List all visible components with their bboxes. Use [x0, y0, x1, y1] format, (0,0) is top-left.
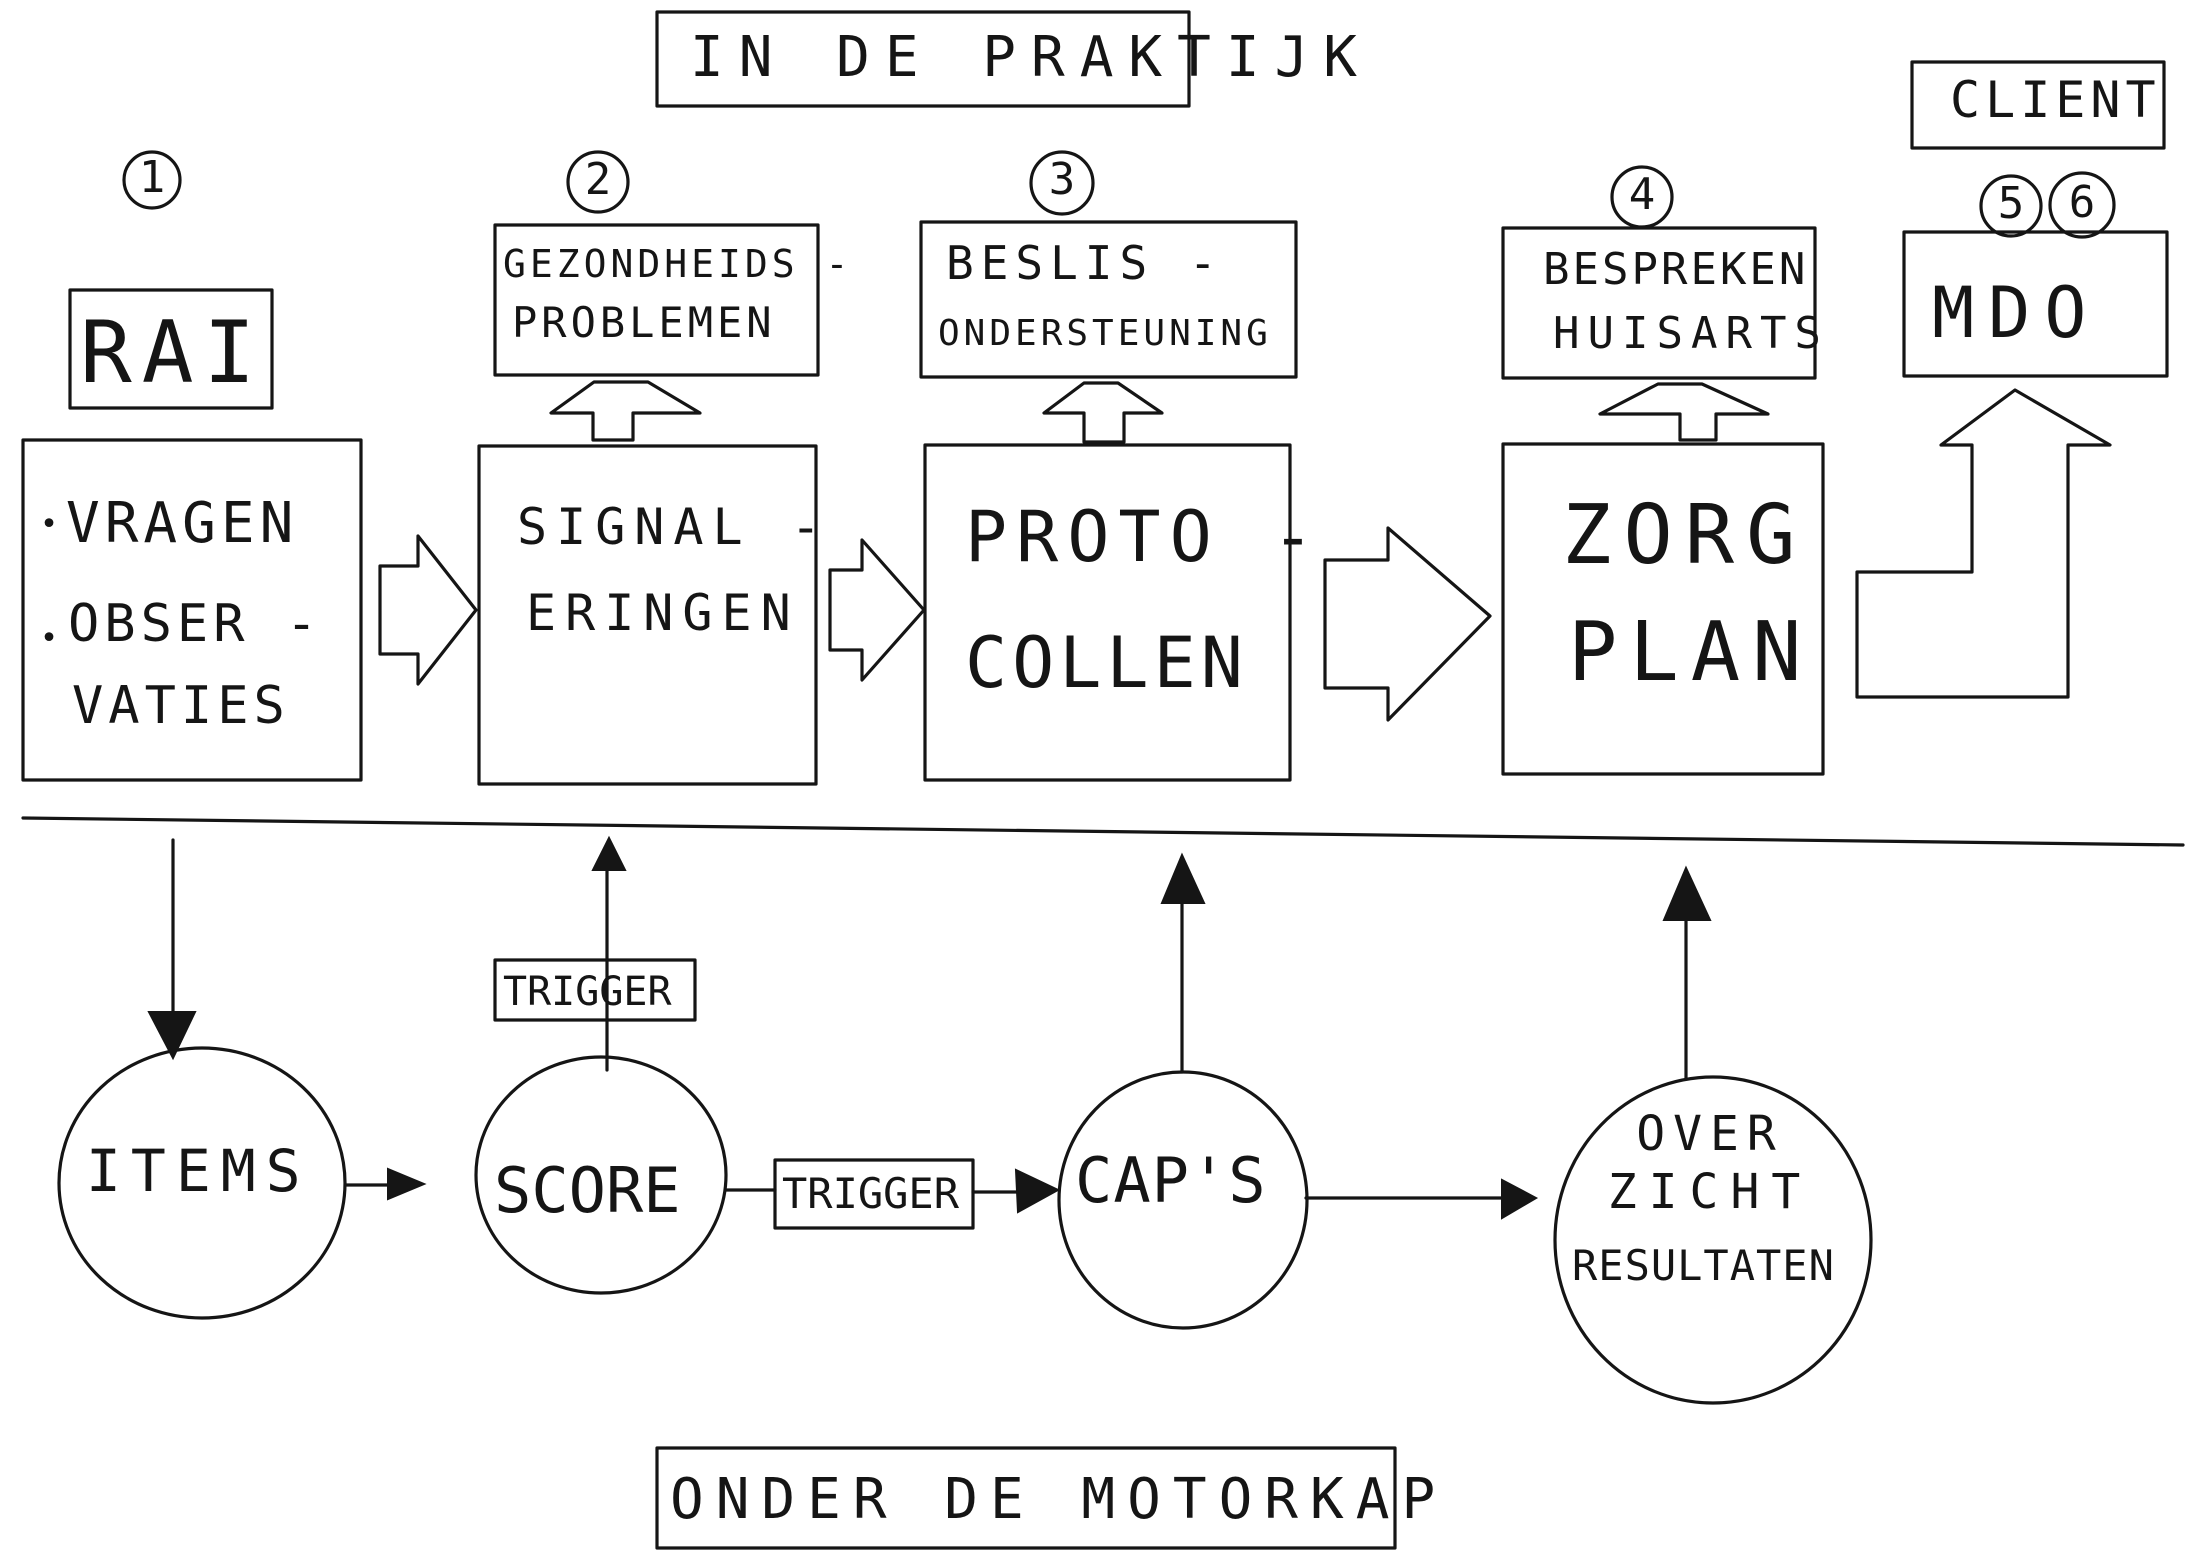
items-circle — [57, 1046, 347, 1320]
beslis-line-2: ONDERSTEUNING — [938, 313, 1272, 354]
trigger-box-2 — [773, 1158, 975, 1230]
number-circle-2 — [566, 150, 630, 214]
client-box — [1910, 60, 2166, 150]
bullet-dot-2: • — [40, 621, 59, 656]
number-circle-6 — [2048, 171, 2116, 239]
bottom-title-box — [655, 1446, 1397, 1550]
overzicht-line-3: RESULTATEN — [1572, 1241, 1835, 1290]
items-label: ITEMS — [86, 1137, 311, 1205]
bottom-section-title: ONDER DE MOTORKAP — [670, 1467, 1448, 1532]
divider-line — [21, 816, 2185, 847]
protocollen-box — [923, 443, 1292, 782]
client-label: CLIENT — [1950, 71, 2161, 129]
score-label: SCORE — [494, 1154, 681, 1227]
signaleringen-line-2: ERINGEN — [526, 584, 800, 642]
arrow-right-1 — [378, 534, 478, 686]
number-2: 2 — [584, 154, 612, 205]
number-circle-1 — [122, 150, 182, 210]
signaleringen-box — [477, 444, 818, 786]
arrow-up-1 — [549, 380, 702, 442]
beslis-line-1: BESLIS - — [946, 236, 1224, 290]
beslis-box — [919, 220, 1298, 379]
arrowhead-caps-overzicht — [1501, 1178, 1539, 1220]
arrowhead-score-up — [591, 835, 627, 871]
vragen-box — [21, 438, 363, 782]
arrow-right-3 — [1323, 526, 1492, 722]
mdo-box — [1902, 230, 2169, 378]
trigger-box-1 — [493, 958, 697, 1022]
gezondheid-box — [493, 223, 820, 377]
number-6: 6 — [2068, 177, 2096, 228]
bespreken-line-1: BESPREKEN — [1543, 244, 1809, 295]
trigger-label-1: TRIGGER — [503, 969, 672, 1015]
caps-label: CAP'S — [1075, 1144, 1267, 1217]
rai-box — [68, 288, 274, 410]
bespreken-box — [1501, 226, 1817, 380]
arrowhead-down-items — [147, 1011, 197, 1061]
rai-bullet-observaties-2: VATIES — [72, 676, 290, 736]
zorgplan-line-1: ZORG — [1562, 488, 1808, 583]
arrowhead-score-caps — [1014, 1168, 1061, 1214]
signaleringen-line-1: SIGNAL - — [517, 498, 830, 556]
number-circle-5 — [1979, 174, 2043, 238]
number-4: 4 — [1628, 169, 1656, 220]
arrow-elbow-mdo — [1855, 388, 2112, 699]
arrowhead-caps-up — [1160, 852, 1206, 904]
gezondheid-line-2: PROBLEMEN — [512, 298, 776, 347]
number-circle-3 — [1029, 150, 1095, 216]
bullet-dot-1: • — [40, 507, 59, 542]
number-1: 1 — [138, 152, 166, 203]
number-5: 5 — [1997, 178, 2025, 229]
arrow-up-3 — [1598, 382, 1770, 442]
top-section-title: IN DE PRAKTIJK — [690, 25, 1373, 90]
protocollen-line-1: PROTO - — [965, 496, 1324, 578]
bespreken-line-2: HUISARTS — [1553, 308, 1829, 359]
overzicht-circle — [1553, 1075, 1873, 1405]
title-box — [655, 10, 1191, 108]
protocollen-line-2: COLLEN — [965, 622, 1248, 704]
zorgplan-box — [1501, 442, 1825, 776]
gezondheid-line-1: GEZONDHEIDS - — [503, 242, 853, 286]
arrow-right-2 — [828, 538, 926, 682]
score-circle — [474, 1055, 728, 1295]
arrowhead-items-score — [387, 1167, 427, 1201]
overzicht-line-1: OVER — [1636, 1106, 1784, 1162]
rai-bullet-vragen: VRAGEN — [66, 491, 299, 556]
zorgplan-line-2: PLAN — [1568, 605, 1814, 700]
arrowhead-overzicht-up — [1662, 865, 1712, 921]
overzicht-line-2: ZICHT — [1607, 1164, 1813, 1220]
number-3: 3 — [1048, 154, 1076, 205]
trigger-label-2: TRIGGER — [782, 1169, 960, 1218]
rai-title: RAI — [80, 303, 266, 403]
arrow-up-2 — [1042, 381, 1164, 444]
mdo-label: MDO — [1932, 272, 2101, 354]
rai-bullet-observaties-1: OBSER - — [68, 594, 323, 654]
